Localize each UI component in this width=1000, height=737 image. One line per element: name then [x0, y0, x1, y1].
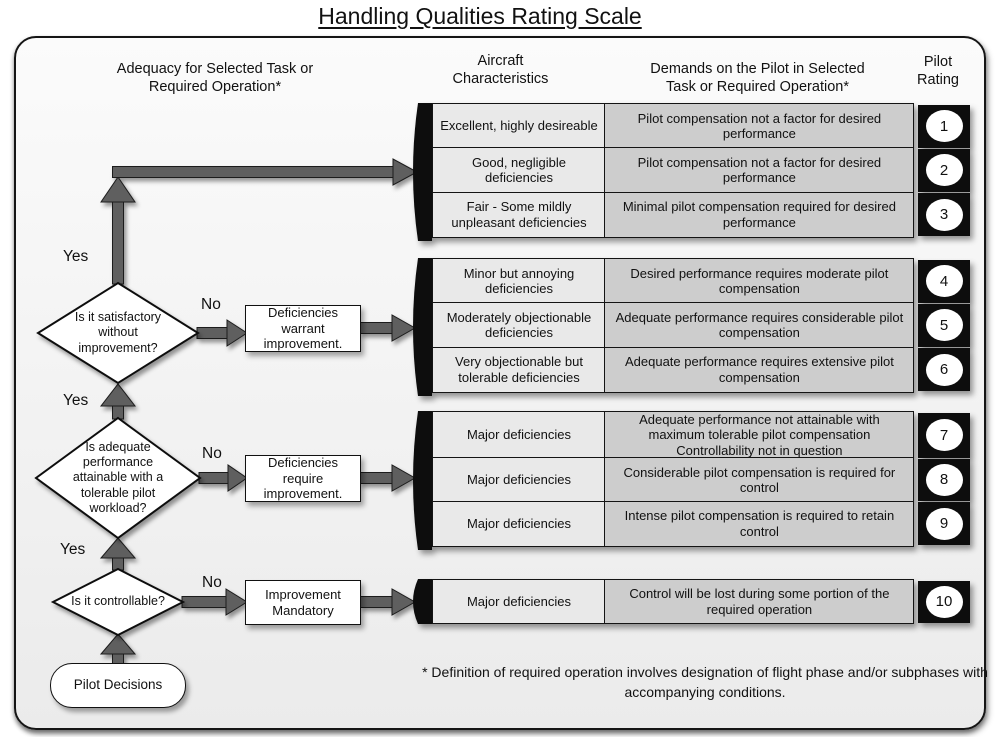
process-box-deficiencies-require: Deficiencies require improvement. [245, 455, 361, 502]
aircraft-characteristics-cell: Good, negligible deficiencies [432, 147, 606, 194]
branch-label-yes-3: Yes [60, 541, 86, 558]
pilot-demands-cell: Control will be lost during some portion… [604, 579, 915, 624]
rating-circle: 5 [925, 309, 963, 342]
pilot-rating-cell: 9 [918, 502, 970, 546]
pilot-rating-cell: 10 [918, 580, 970, 623]
pilot-demands-cell: Pilot compensation not a factor for desi… [604, 147, 915, 194]
rating-circle: 3 [925, 198, 963, 231]
pilot-demands-cell: Adequate performance not attainable with… [604, 411, 915, 459]
aircraft-characteristics-cell: Fair - Some mildly unpleasant deficienci… [432, 191, 606, 238]
table-row-rating-3: Fair - Some mildly unpleasant deficienci… [432, 191, 970, 238]
branch-label-yes-1: Yes [63, 248, 89, 265]
rating-circle: 6 [925, 353, 963, 386]
branch-label-no-3: No [202, 574, 222, 591]
rating-circle: 10 [925, 585, 963, 618]
rating-circle: 1 [925, 110, 963, 142]
table-row-rating-6: Very objectionable but tolerable deficie… [432, 346, 970, 393]
branch-label-no-2: No [202, 445, 222, 462]
group-left-band [413, 411, 432, 550]
pilot-demands-cell: Adequate performance requires extensive … [604, 346, 915, 393]
branch-label-no-1: No [201, 296, 221, 313]
aircraft-characteristics-cell: Minor but annoying deficiencies [432, 258, 606, 304]
pilot-rating-cell: 2 [918, 148, 970, 192]
aircraft-characteristics-cell: Moderately objectionable deficiencies [432, 302, 606, 349]
column-header-pilot-demands: Demands on the Pilot in Selected Task or… [650, 61, 865, 96]
page-title: Handling Qualities Rating Scale [318, 3, 642, 29]
footnote: * Definition of required operation invol… [422, 664, 988, 701]
group-left-band [413, 579, 432, 624]
pilot-demands-cell: Desired performance requires moderate pi… [604, 258, 915, 304]
aircraft-characteristics-cell: Very objectionable but tolerable deficie… [432, 346, 606, 393]
pilot-demands-cell: Adequate performance requires considerab… [604, 302, 915, 349]
rating-circle: 7 [925, 419, 963, 451]
group-left-band [413, 103, 432, 241]
process-box-deficiencies-warrant: Deficiencies warrant improvement. [245, 305, 361, 352]
pilot-rating-cell: 1 [918, 104, 970, 148]
pilot-rating-cell: 4 [918, 259, 970, 303]
pilot-rating-cell: 7 [918, 412, 970, 458]
aircraft-characteristics-cell: Major deficiencies [432, 500, 606, 547]
pilot-rating-cell: 8 [918, 458, 970, 501]
pilot-rating-cell: 5 [918, 303, 970, 347]
group-left-band [413, 258, 432, 396]
rating-circle: 8 [925, 463, 963, 496]
pilot-rating-cell: 3 [918, 193, 970, 237]
pilot-demands-cell: Considerable pilot compensation is requi… [604, 457, 915, 503]
column-header-pilot-rating: Pilot Rating [917, 54, 959, 89]
branch-label-yes-2: Yes [63, 392, 89, 409]
rating-circle: 2 [925, 154, 963, 187]
terminal-pilot-decisions: Pilot Decisions [50, 663, 186, 708]
aircraft-characteristics-cell: Excellent, highly desireable [432, 103, 606, 149]
column-header-adequacy: Adequacy for Selected Task or Required O… [116, 61, 314, 96]
process-box-improvement-mandatory: Improvement Mandatory [245, 580, 361, 625]
aircraft-characteristics-cell: Major deficiencies [432, 579, 606, 624]
pilot-demands-cell: Minimal pilot compensation required for … [604, 191, 915, 238]
pilot-rating-cell: 6 [918, 348, 970, 392]
rating-circle: 4 [925, 265, 963, 297]
pilot-demands-cell: Intense pilot compensation is required t… [604, 500, 915, 547]
column-header-aircraft-characteristics: Aircraft Characteristics [452, 53, 549, 88]
aircraft-characteristics-cell: Major deficiencies [432, 411, 606, 459]
rating-circle: 9 [925, 507, 963, 540]
aircraft-characteristics-cell: Major deficiencies [432, 457, 606, 503]
pilot-demands-cell: Pilot compensation not a factor for desi… [604, 103, 915, 149]
